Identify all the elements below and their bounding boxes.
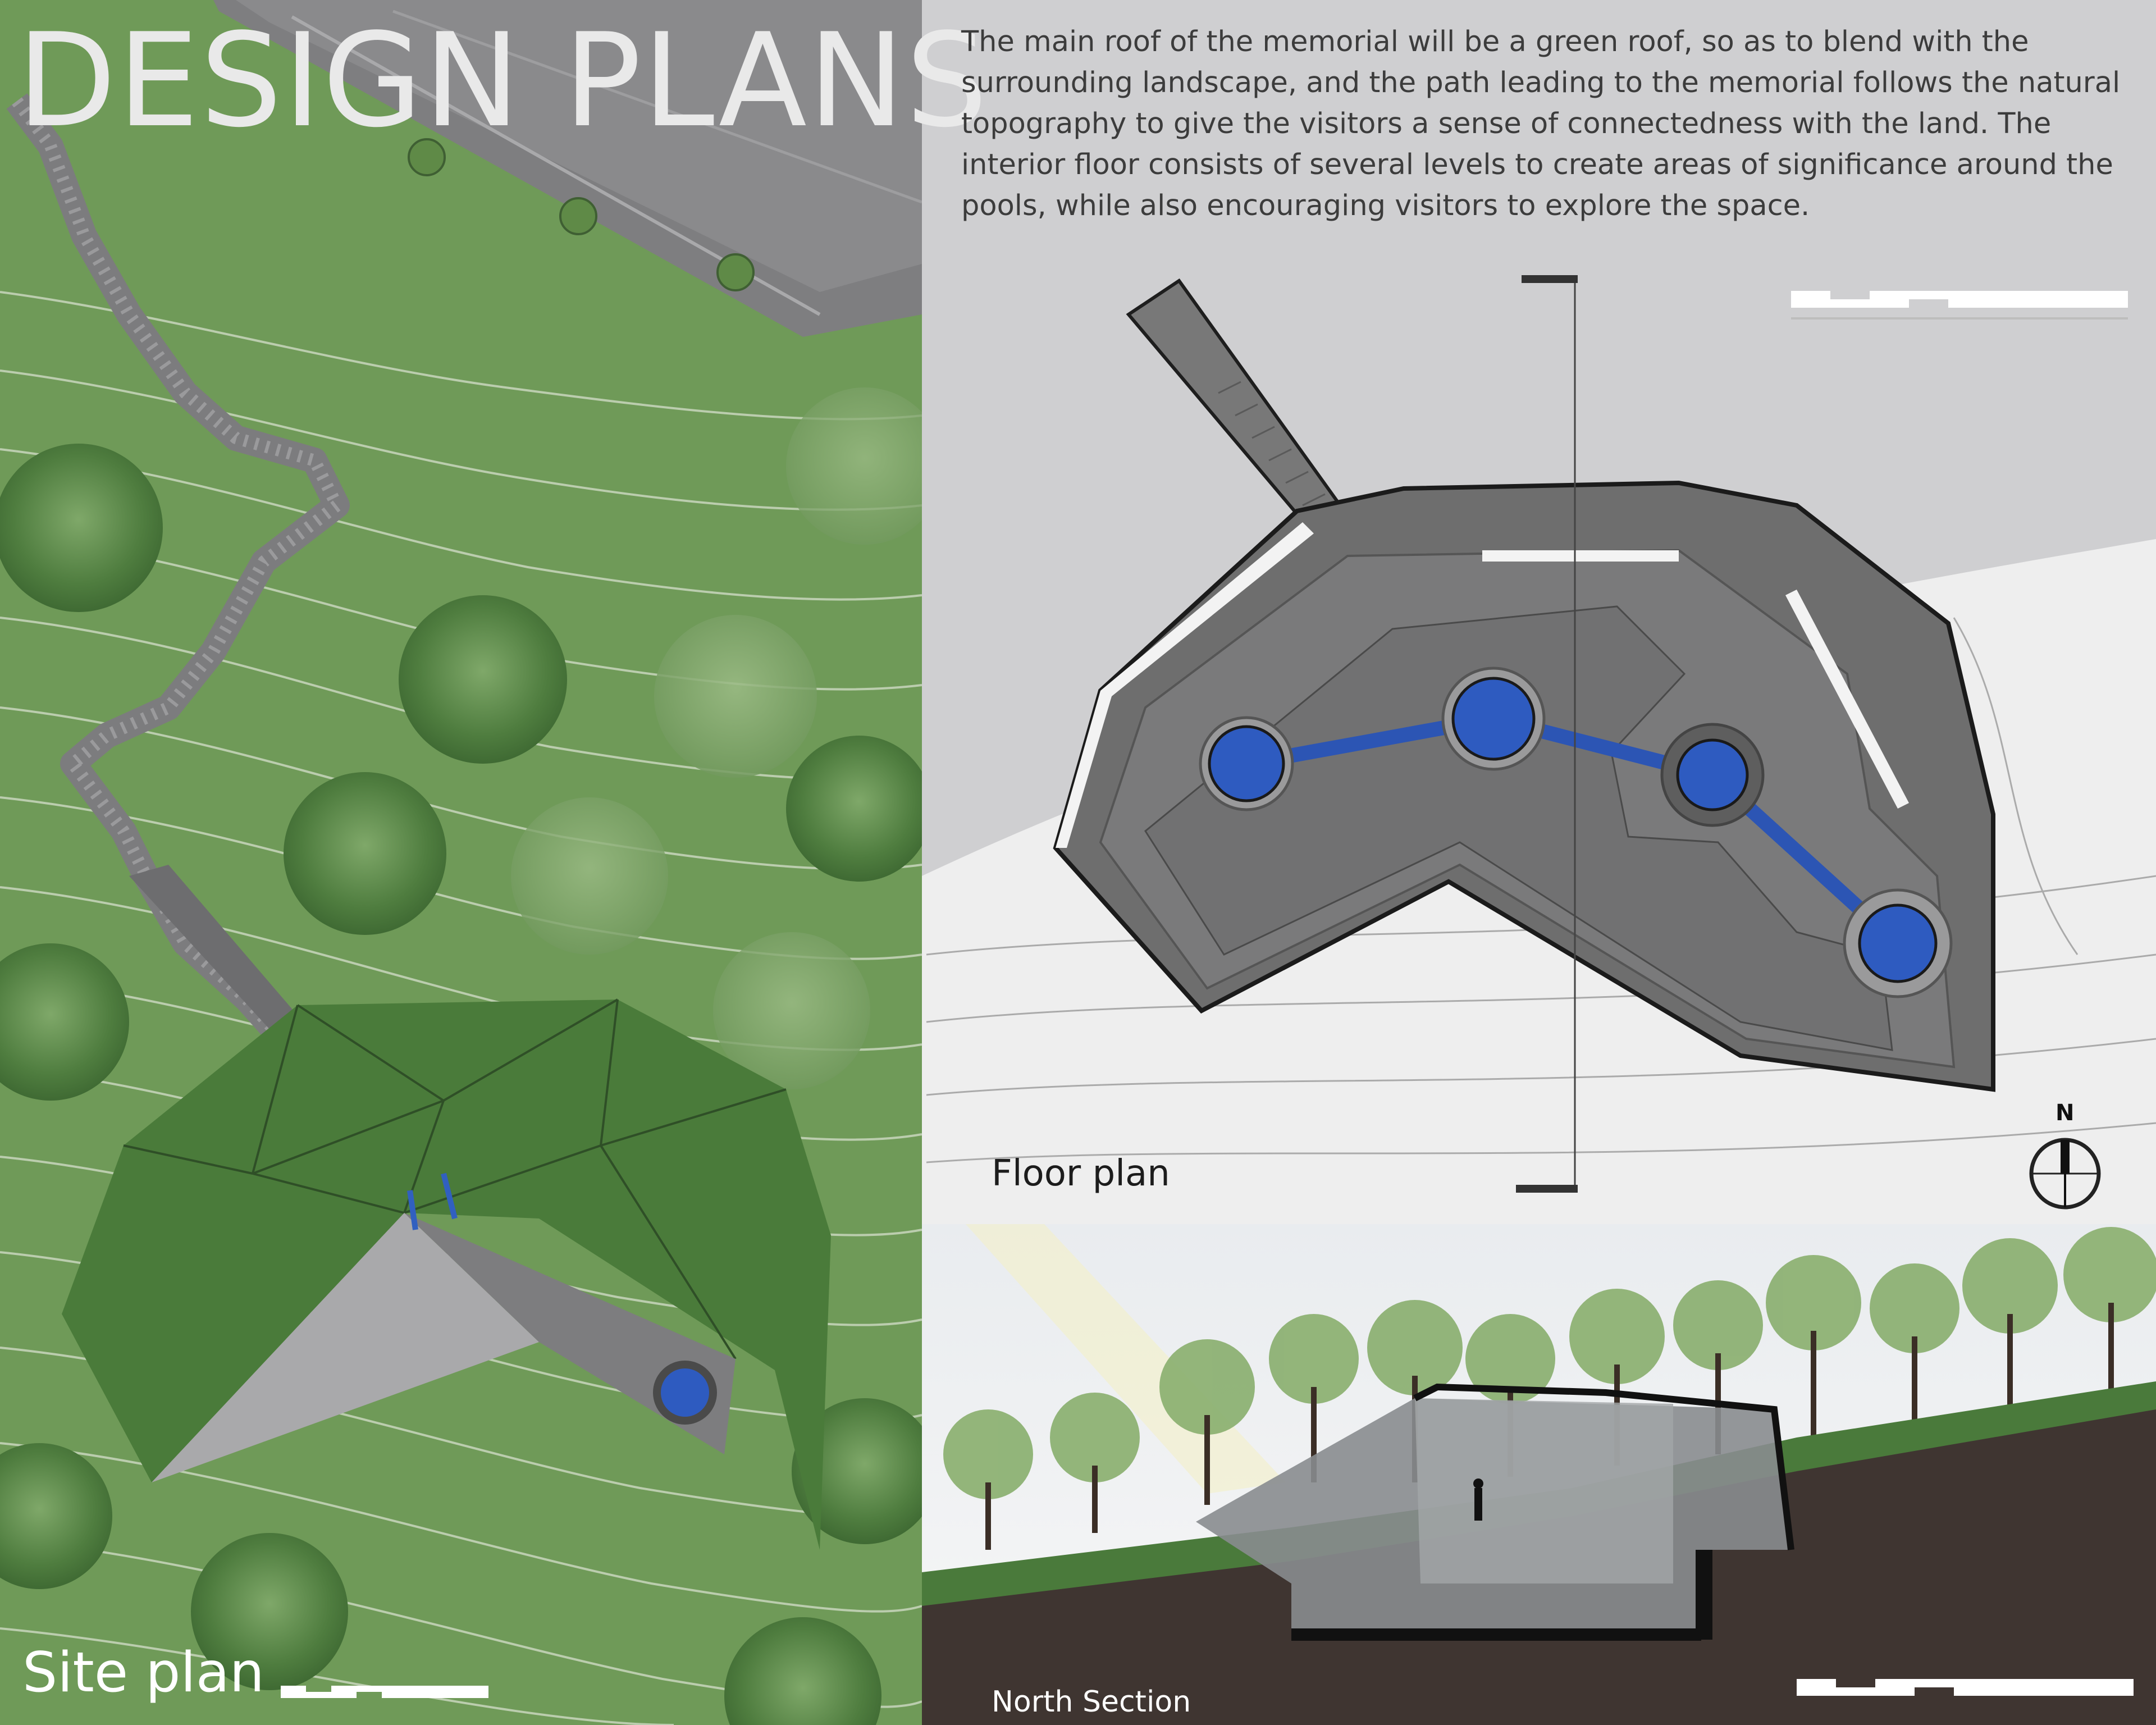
scale-bar-icon	[281, 1686, 488, 1698]
scale-bar-icon	[1797, 1679, 2134, 1696]
north-arrow-label: N	[2055, 1100, 2075, 1126]
site-trees	[0, 387, 943, 1725]
page-title: DESIGN PLANS	[17, 6, 989, 156]
site-plan	[0, 0, 943, 1725]
floor-plan	[922, 0, 2156, 1224]
description-text: The main roof of the memorial will be a …	[961, 25, 2121, 222]
scale-bar-icon	[1791, 291, 2128, 320]
north-section	[922, 1224, 2156, 1725]
site-plan-label: Site plan	[22, 1641, 264, 1705]
floor-plan-pools	[1199, 667, 1953, 998]
section-cut-line	[1516, 275, 1578, 1193]
site-green-roof	[62, 998, 831, 1550]
compass-icon	[2029, 1138, 2101, 1210]
north-section-label: North Section	[992, 1685, 1191, 1719]
section-trees	[943, 1227, 2156, 1499]
floor-plan-label: Floor plan	[992, 1153, 1170, 1194]
